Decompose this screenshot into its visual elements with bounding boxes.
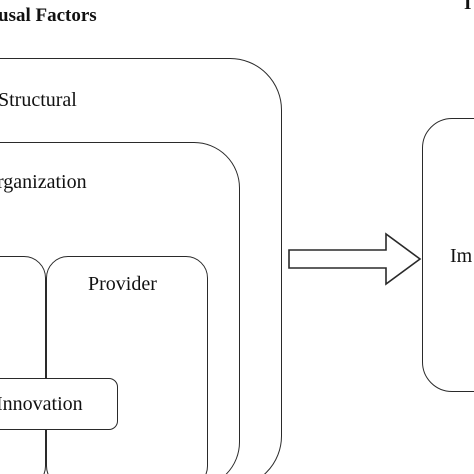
- structural-label: Structural: [0, 89, 77, 111]
- implementation-outcomes-box: [422, 118, 474, 392]
- right-heading-fragment: I: [464, 0, 472, 14]
- causal-factors-heading: usal Factors: [0, 5, 97, 26]
- provider-factors-box: [46, 256, 208, 474]
- provider-label: Provider: [88, 273, 157, 295]
- innovation-label: Innovation: [0, 393, 83, 415]
- client-factors-box: [0, 256, 46, 474]
- structural-factors-box: [0, 58, 282, 474]
- organization-factors-box: [0, 142, 240, 474]
- implementation-label: Im: [450, 245, 473, 267]
- organization-label: rganization: [0, 171, 87, 193]
- right-arrow-icon: [288, 232, 422, 286]
- innovation-factors-box: [0, 378, 118, 430]
